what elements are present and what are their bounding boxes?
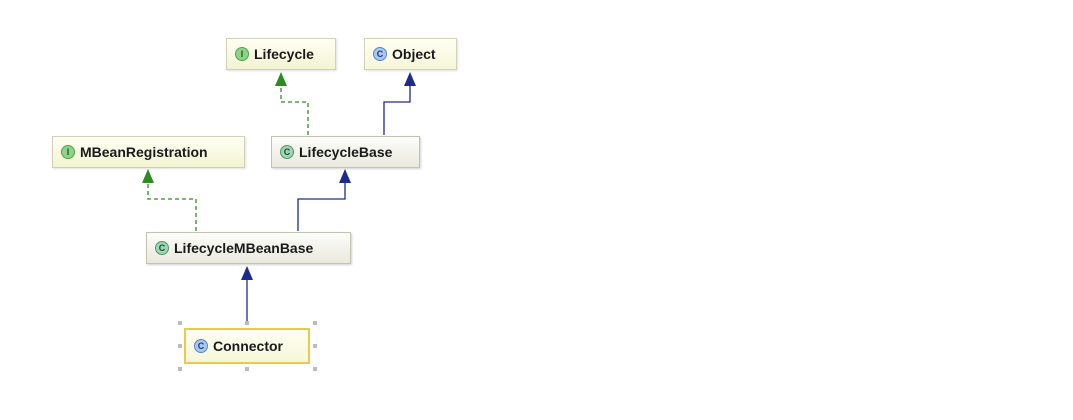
selection-handle-top-right[interactable] — [313, 321, 317, 325]
node-lifecyclebase[interactable]: C LifecycleBase — [271, 136, 420, 168]
abstract-class-icon: C — [280, 145, 294, 159]
selection-handle-right[interactable] — [313, 344, 317, 348]
node-label: LifecycleMBeanBase — [174, 240, 314, 256]
node-mbeanregistration[interactable]: I MBeanRegistration — [52, 136, 245, 168]
node-label: MBeanRegistration — [80, 144, 208, 160]
selection-handle-top-left[interactable] — [178, 321, 182, 325]
edge-lifecyclebase-extends-object — [383, 86, 411, 135]
node-label: LifecycleBase — [299, 144, 393, 160]
abstract-class-icon: C — [155, 241, 169, 255]
node-label: Object — [392, 46, 436, 62]
selection-handle-left[interactable] — [178, 344, 182, 348]
node-label: Lifecycle — [254, 46, 314, 62]
node-label: Connector — [213, 338, 283, 354]
selection-handle-bottom[interactable] — [245, 367, 249, 371]
node-object[interactable]: C Object — [364, 38, 457, 70]
arrowhead-extends-object — [404, 72, 416, 86]
node-lifecyclembeanbase[interactable]: C LifecycleMBeanBase — [146, 232, 351, 264]
edge-lifecyclembeanbase-extends-lifecyclebase — [297, 183, 346, 231]
node-lifecycle[interactable]: I Lifecycle — [226, 38, 336, 70]
edge-lifecyclebase-implements-lifecycle — [280, 86, 309, 135]
selection-handle-bottom-left[interactable] — [178, 367, 182, 371]
edge-lifecyclembeanbase-implements-mbeanregistration — [147, 183, 197, 231]
interface-icon: I — [235, 47, 249, 61]
class-icon: C — [373, 47, 387, 61]
node-connector[interactable]: C Connector — [184, 328, 310, 364]
class-icon: C — [194, 339, 208, 353]
selection-handle-bottom-right[interactable] — [313, 367, 317, 371]
arrowhead-implements-lifecycle — [275, 72, 287, 86]
arrowhead-extends-lifecyclembeanbase — [241, 266, 253, 280]
arrowhead-implements-mbeanregistration — [142, 169, 154, 183]
selection-handle-top[interactable] — [245, 321, 249, 325]
arrowhead-extends-lifecyclebase — [339, 169, 351, 183]
interface-icon: I — [61, 145, 75, 159]
